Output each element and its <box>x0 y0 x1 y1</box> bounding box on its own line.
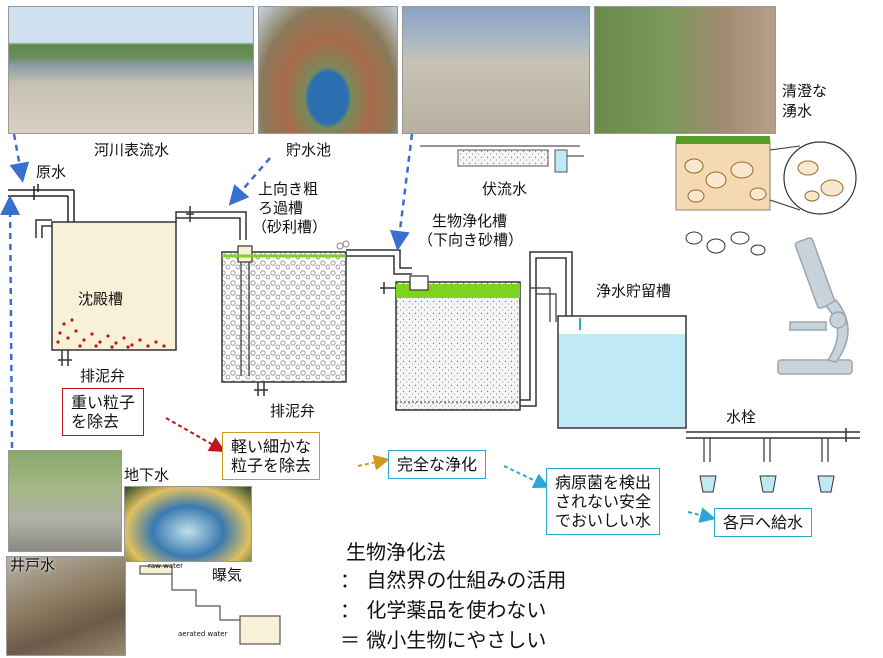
upflow-gravel-tank <box>221 240 412 396</box>
label-clear-spring-2: 湧水 <box>782 102 813 120</box>
label-treated-tank: 浄水貯留槽 <box>596 282 672 300</box>
distribution-pipe <box>686 428 860 493</box>
reservoir-photo <box>258 6 398 134</box>
label-sludge-valve-1: 排泥弁 <box>80 367 126 385</box>
label-groundwater: 地下水 <box>124 466 170 484</box>
box-light-particles: 軽い細かな 粒子を除去 <box>222 432 321 480</box>
summary-title: 生物浄化法 <box>346 540 446 564</box>
label-reservoir: 貯水池 <box>286 141 332 159</box>
arrow-safe-to-supply <box>687 507 716 523</box>
soil-microbe-illustration <box>675 136 857 256</box>
river-photo <box>8 6 254 134</box>
aeration-fountain-photo <box>124 486 252 562</box>
treated-water-tank <box>557 315 687 429</box>
label-sludge-valve-2: 排泥弁 <box>270 402 316 420</box>
label-sedimentation-tank: 沈殿槽 <box>78 290 124 308</box>
summary-line-2: ： 化学薬品を使わない <box>340 598 547 622</box>
label-clear-spring-1: 清澄な <box>782 82 828 100</box>
spring-water-photo <box>594 6 776 134</box>
box-supply-households: 各戸へ給水 <box>714 508 813 537</box>
aeration-steps-sketch <box>139 565 281 645</box>
label-well-water: 井戸水 <box>10 556 56 574</box>
label-raw-water: 原水 <box>36 163 67 181</box>
biological-sand-tank <box>380 251 573 411</box>
hand-pump-photo <box>6 556 126 656</box>
label-aeration: 曝気 <box>212 566 243 584</box>
microscope-icon <box>777 237 853 375</box>
label-upflow-1: 上向き粗 <box>258 180 319 198</box>
box-complete-purification: 完全な浄化 <box>388 450 487 479</box>
box-safe-water: 病原菌を検出 されない安全 でおいしい水 <box>546 468 661 535</box>
label-aerated-water-small: aerated water <box>178 630 228 638</box>
source-arrows <box>0 133 414 449</box>
summary-line-1: ： 自然界の仕組みの活用 <box>340 568 567 592</box>
summary-line-3: ＝ 微小生物にやさしい <box>340 628 547 652</box>
arrow-heavy-to-light <box>165 417 226 452</box>
label-upflow-2: ろ過槽 <box>258 199 304 217</box>
sedimentation-tank <box>35 206 247 366</box>
arrow-light-to-complete <box>357 454 390 471</box>
groundwater-well-photo <box>8 450 122 552</box>
box-heavy-particles: 重い粒子 を除去 <box>62 388 145 436</box>
field-survey-photo <box>402 6 590 134</box>
label-hydrant: 水栓 <box>726 408 757 426</box>
label-bio-tank-1: 生物浄化槽 <box>432 212 508 230</box>
subsurface-flow-sketch <box>420 145 584 173</box>
arrow-complete-to-safe <box>503 465 550 489</box>
label-raw-water-small: raw water <box>148 562 184 570</box>
label-river-surface-water: 河川表流水 <box>94 141 170 159</box>
label-bio-tank-2: （下向き砂槽） <box>418 231 524 249</box>
label-subsurface-flow: 伏流水 <box>482 180 528 198</box>
label-upflow-3: （砂利槽） <box>252 218 328 236</box>
